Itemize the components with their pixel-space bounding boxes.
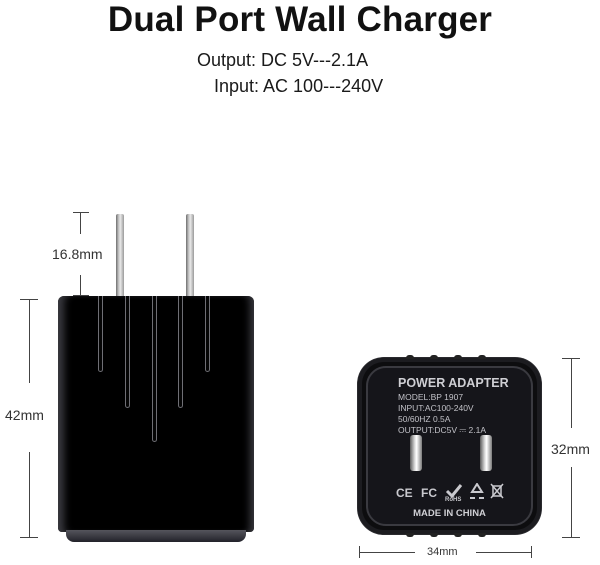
edge-bump [454, 533, 462, 537]
label-model: MODEL:BP 1907 [398, 392, 464, 402]
edge-bump [406, 355, 414, 359]
prong-slot-left [410, 435, 422, 471]
front-width-label: 34mm [427, 546, 458, 558]
dimension-tick [73, 295, 89, 296]
edge-bump [454, 355, 462, 359]
made-in-label: MADE IN CHINA [413, 508, 486, 519]
output-spec: Output: DC 5V---2.1A [197, 50, 369, 70]
prong-slot-right [480, 435, 492, 471]
dimension-tick [73, 212, 89, 213]
dimension-line [29, 299, 30, 383]
side-height-label: 42mm [5, 407, 44, 423]
dimension-tick [562, 537, 580, 538]
fcc-mark-icon: FC [421, 486, 437, 500]
edge-bump [430, 355, 438, 359]
edge-bump [430, 533, 438, 537]
edge-bump [478, 533, 486, 537]
dimension-tick [20, 537, 38, 538]
dimension-line [571, 358, 572, 428]
charger-front-view: POWER ADAPTER MODEL:BP 1907 INPUT:AC100-… [358, 355, 541, 537]
label-frequency: 50/60HZ 0.5A [398, 414, 451, 424]
ce-mark-icon: CE [396, 486, 413, 500]
label-input: INPUT:AC100-240V [398, 403, 474, 413]
dimension-line [29, 452, 30, 538]
groove [205, 296, 210, 372]
dimension-line [359, 552, 415, 553]
dimension-line [80, 275, 81, 295]
groove [152, 296, 157, 442]
svg-text:RoHS: RoHS [445, 497, 461, 502]
prong-left [116, 214, 124, 298]
groove [125, 296, 130, 408]
groove [178, 296, 183, 408]
label-title: POWER ADAPTER [398, 376, 509, 390]
label-panel [366, 366, 533, 526]
charger-body [58, 296, 254, 542]
dimension-tick [531, 546, 532, 558]
recycle-icon [468, 482, 486, 503]
charger-base [66, 530, 246, 542]
dimension-line [476, 552, 531, 553]
product-title: Dual Port Wall Charger [107, 0, 493, 39]
prong-right [186, 214, 194, 298]
edge-bump [478, 355, 486, 359]
front-height-label: 32mm [551, 441, 590, 457]
weee-bin-icon [490, 483, 504, 503]
rohs-mark-icon: RoHS [444, 482, 464, 505]
label-output: OUTPUT:DC5V ⎓ 2.1A [398, 425, 487, 435]
groove [98, 296, 103, 372]
input-spec: Input: AC 100---240V [214, 76, 384, 96]
prong-length-label: 16.8mm [52, 246, 103, 262]
dimension-line [80, 212, 81, 234]
edge-bump [406, 533, 414, 537]
dimension-line [571, 467, 572, 537]
